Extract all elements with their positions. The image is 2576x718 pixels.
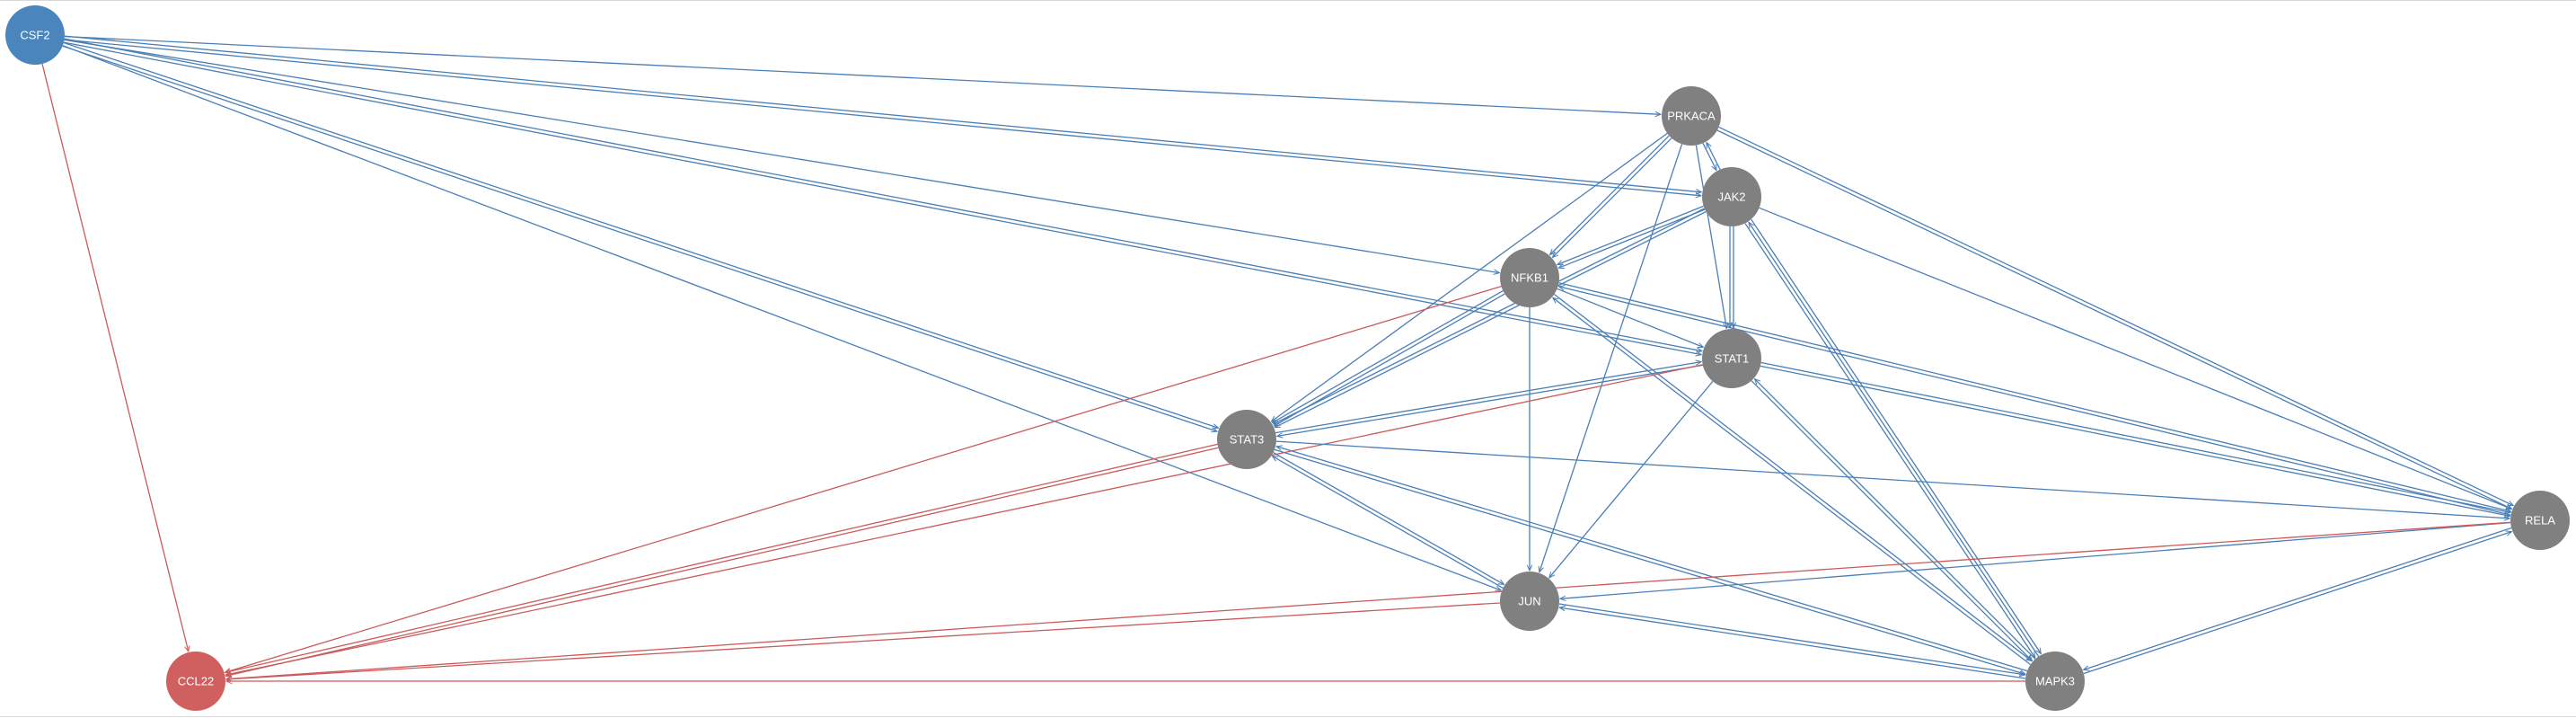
node-label-jak2: JAK2 (1717, 191, 1745, 204)
edge-csf2-to-jak2[interactable] (64, 39, 1701, 196)
edge-nfkb1-to-mapk3[interactable] (1554, 293, 2032, 661)
edge-nfkb1-to-rela[interactable] (1558, 282, 2511, 511)
edge-jak2-to-nfkb1[interactable] (1558, 208, 1706, 268)
node-label-mapk3: MAPK3 (2035, 675, 2075, 688)
edge-layer (41, 35, 2514, 681)
edge-csf2-to-prkaca[interactable] (64, 35, 1661, 115)
edge-jak2-to-mapk3[interactable] (1744, 223, 2035, 658)
edge-stat1-to-rela[interactable] (1760, 365, 2510, 516)
edge-jun-to-mapk3[interactable] (1558, 603, 2025, 675)
edge-nfkb1-to-ccl22[interactable] (225, 285, 1502, 673)
node-label-nfkb1: NFKB1 (1511, 271, 1548, 285)
edge-jak2-to-rela[interactable] (1759, 207, 2512, 509)
edge-prkaca-to-rela[interactable] (1716, 129, 2511, 510)
edge-stat1-to-jun[interactable] (1549, 380, 1714, 578)
node-circle-jak2[interactable] (1702, 167, 1761, 226)
node-circle-rela[interactable] (2510, 491, 2570, 550)
node-circle-ccl22[interactable] (166, 652, 225, 711)
edge-mapk3-to-rela[interactable] (2083, 532, 2511, 675)
node-circle-nfkb1[interactable] (1500, 248, 1559, 307)
edge-jak2-to-mapk3[interactable] (1751, 218, 2042, 653)
edge-csf2-to-stat1[interactable] (63, 41, 1701, 355)
node-label-csf2: CSF2 (20, 29, 49, 42)
edge-prkaca-to-stat3[interactable] (1272, 132, 1668, 421)
edge-stat1-to-stat3[interactable] (1277, 364, 1703, 436)
node-ccl22[interactable]: CCL22 (166, 652, 225, 711)
edge-stat3-to-ccl22[interactable] (226, 447, 1219, 676)
node-jak2[interactable]: JAK2 (1702, 167, 1761, 226)
node-label-ccl22: CCL22 (178, 675, 214, 688)
edge-prkaca-to-nfkb1[interactable] (1553, 137, 1672, 258)
edge-jak2-to-nfkb1[interactable] (1557, 205, 1704, 264)
node-label-stat3: STAT3 (1230, 433, 1265, 447)
edge-csf2-to-stat3[interactable] (62, 45, 1217, 431)
node-csf2[interactable]: CSF2 (5, 5, 65, 65)
edge-prkaca-to-jak2[interactable] (1702, 143, 1717, 170)
edge-mapk3-to-stat1[interactable] (1755, 379, 2036, 660)
edge-stat3-to-rela[interactable] (1275, 440, 2510, 519)
edge-jak2-to-stat3[interactable] (1275, 210, 1707, 429)
edge-rela-to-ccl22[interactable] (226, 521, 2511, 678)
edge-csf2-to-nfkb1[interactable] (64, 39, 1500, 272)
node-label-stat1: STAT1 (1715, 352, 1750, 366)
edge-stat1-to-ccl22[interactable] (225, 364, 1703, 675)
edge-nfkb1-to-stat1[interactable] (1557, 288, 1704, 347)
node-nfkb1[interactable]: NFKB1 (1500, 248, 1559, 307)
node-label-jun: JUN (1518, 595, 1540, 608)
edge-mapk3-to-nfkb1[interactable] (1553, 297, 2031, 666)
node-circle-stat1[interactable] (1702, 329, 1761, 388)
edge-rela-to-mapk3[interactable] (2084, 527, 2512, 670)
node-circle-jun[interactable] (1500, 572, 1559, 631)
node-circle-csf2[interactable] (5, 5, 65, 65)
edge-csf2-to-jun[interactable] (62, 45, 1501, 590)
node-label-prkaca: PRKACA (1667, 110, 1716, 123)
node-circle-stat3[interactable] (1217, 410, 1276, 469)
node-jun[interactable]: JUN (1500, 572, 1559, 631)
node-rela[interactable]: RELA (2510, 491, 2570, 550)
edge-mapk3-to-stat3[interactable] (1276, 447, 2028, 672)
edge-prkaca-to-jun[interactable] (1539, 144, 1683, 572)
edge-nfkb1-to-stat3[interactable] (1275, 293, 1505, 426)
edge-jun-to-ccl22[interactable] (226, 602, 1501, 679)
edge-stat3-to-mapk3[interactable] (1274, 448, 2025, 674)
edge-jun-to-stat3[interactable] (1273, 457, 1504, 589)
edge-prkaca-to-nfkb1[interactable] (1550, 135, 1670, 255)
edge-csf2-to-stat1[interactable] (64, 38, 1702, 351)
node-circle-mapk3[interactable] (2025, 652, 2085, 711)
edge-csf2-to-jak2[interactable] (64, 35, 1701, 192)
edge-rela-to-nfkb1[interactable] (1559, 287, 2511, 516)
edge-csf2-to-ccl22[interactable] (41, 63, 189, 652)
edge-rela-to-jun[interactable] (1560, 521, 2511, 599)
edge-stat1-to-mapk3[interactable] (1751, 380, 2033, 661)
edge-prkaca-to-rela[interactable] (1718, 126, 2514, 507)
edge-prkaca-to-stat1[interactable] (1695, 145, 1726, 329)
node-label-rela: RELA (2525, 514, 2555, 527)
edge-stat3-to-ccl22[interactable] (225, 443, 1218, 672)
node-mapk3[interactable]: MAPK3 (2025, 652, 2085, 711)
node-circle-prkaca[interactable] (1662, 86, 1721, 146)
node-stat3[interactable]: STAT3 (1217, 410, 1276, 469)
node-prkaca[interactable]: PRKACA (1662, 86, 1721, 146)
edge-nfkb1-to-stat3[interactable] (1273, 290, 1504, 423)
edge-stat3-to-stat1[interactable] (1275, 362, 1701, 434)
edge-mapk3-to-jun[interactable] (1559, 607, 2026, 679)
edge-jak2-to-stat3[interactable] (1274, 208, 1705, 425)
edge-stat3-to-jun[interactable] (1273, 452, 1504, 585)
edge-stat1-to-rela[interactable] (1760, 361, 2510, 513)
edge-mapk3-to-jak2[interactable] (1749, 222, 2040, 657)
node-stat1[interactable]: STAT1 (1702, 329, 1761, 388)
edge-jak2-to-prkaca[interactable] (1706, 143, 1721, 170)
edge-csf2-to-stat3[interactable] (63, 41, 1219, 429)
